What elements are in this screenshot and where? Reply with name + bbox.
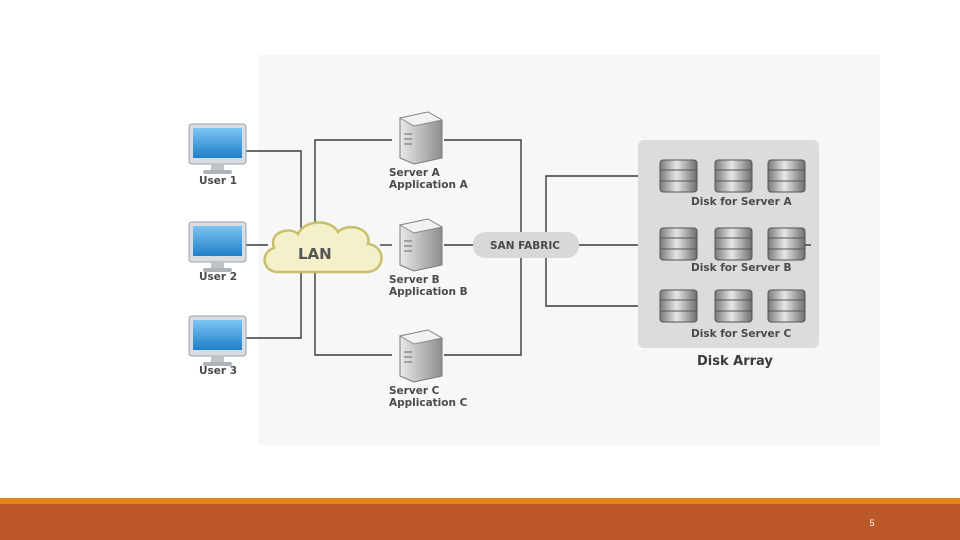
server-b: Server B Application B [389, 218, 468, 298]
disk-cylinder-icon [714, 159, 753, 193]
san-fabric-box [473, 232, 579, 258]
disk-row-label: Disk for Server A [691, 196, 792, 208]
server-name: Server A [389, 167, 441, 179]
user-workstation-3: User 3 [188, 315, 247, 377]
disk-row-label: Disk for Server B [691, 262, 791, 274]
user-workstation-2: User 2 [188, 221, 247, 283]
disk-cylinder-icon [714, 227, 753, 261]
disk-cylinder-icon [659, 159, 698, 193]
disk-cylinder-icon [714, 289, 753, 323]
server-name: Server B [389, 274, 440, 286]
server-c: Server C Application C [389, 329, 468, 409]
disk-cylinder-icon [767, 159, 806, 193]
user-label: User 1 [199, 175, 237, 187]
lan-label: LAN [298, 245, 332, 263]
disk-cylinder-icon [659, 227, 698, 261]
cloud-icon [263, 221, 383, 274]
server-application: Application B [389, 286, 468, 298]
user1-lan-line [246, 150, 302, 245]
user-label: User 2 [199, 271, 237, 283]
san-fabric: SAN FABRIC [473, 232, 579, 258]
lan-server-bus [314, 139, 392, 356]
user-label: User 3 [199, 365, 237, 377]
disk-cylinder-icon [659, 289, 698, 323]
lan-cloud: LAN [263, 221, 383, 274]
disk-cylinder-icon [767, 289, 806, 323]
server-a: Server A Application A [389, 111, 469, 191]
server-application: Application A [389, 179, 469, 191]
connection-lines [246, 139, 659, 356]
footer-accent-line [0, 498, 960, 504]
page-number: 5 [869, 518, 875, 528]
disk-row-label: Disk for Server C [691, 328, 791, 340]
disk-icons [659, 159, 806, 323]
user-workstation-1: User 1 [188, 123, 247, 187]
user3-lan-line [246, 268, 302, 339]
server-name: Server C [389, 385, 440, 397]
footer-bar [0, 504, 960, 540]
disk-array-title: Disk Array [697, 354, 773, 369]
server-application: Application C [389, 397, 468, 409]
disk-cylinder-icon [767, 227, 806, 261]
san-fabric-label: SAN FABRIC [490, 240, 560, 252]
